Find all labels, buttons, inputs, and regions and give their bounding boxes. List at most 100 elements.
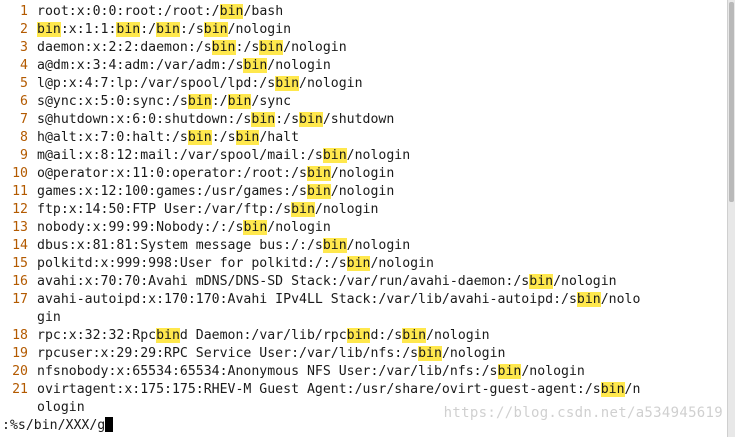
buffer-line[interactable]: 19 rpcuser:x:29:29:RPC Service User:/var/…: [0, 345, 728, 363]
search-match: bin: [243, 220, 268, 235]
search-match: bin: [346, 328, 371, 343]
search-match: bin: [211, 40, 236, 55]
gutter-gap: [28, 381, 37, 399]
line-number: 14: [12, 238, 28, 253]
buffer-line[interactable]: 7 s@hutdown:x:6:0:shutdown:/sbin:/sbin/sh…: [0, 111, 728, 129]
buffer-line[interactable]: 12 ftp:x:14:50:FTP User:/var/ftp:/sbin/no…: [0, 201, 728, 219]
buffer-line[interactable]: 5 l@p:x:4:7:lp:/var/spool/lpd:/sbin/nolog…: [0, 75, 728, 93]
buffer-line[interactable]: gin: [0, 309, 728, 327]
gutter-gap: [28, 165, 37, 183]
line-text: a@dm:x:3:4:adm:/var/adm:/sbin/nologin: [37, 58, 331, 73]
gutter-gap: [28, 273, 37, 291]
buffer-line[interactable]: 4 a@dm:x:3:4:adm:/var/adm:/sbin/nologin: [0, 57, 728, 75]
search-match: bin: [299, 112, 323, 127]
line-text: games:x:12:100:games:/usr/games:/sbin/no…: [37, 184, 395, 199]
line-text: l@p:x:4:7:lp:/var/spool/lpd:/sbin/nologi…: [37, 76, 363, 91]
search-match: bin: [251, 112, 276, 127]
line-number: 6: [20, 94, 28, 109]
buffer-line[interactable]: 8 h@alt:x:7:0:halt:/sbin:/sbin/halt: [0, 129, 728, 147]
gutter-gap: [28, 201, 37, 219]
line-number: 2: [20, 22, 28, 37]
line-number: 18: [12, 328, 28, 343]
search-match: bin: [187, 94, 212, 109]
cursor: [105, 416, 114, 432]
search-match: bin: [235, 130, 260, 145]
buffer-line[interactable]: 1 root:x:0:0:root:/root:/bin/bash: [0, 3, 728, 21]
search-match: bin: [243, 58, 268, 73]
search-match: bin: [529, 274, 554, 289]
buffer-line[interactable]: 9 m@ail:x:8:12:mail:/var/spool/mail:/sbin…: [0, 147, 728, 165]
line-text: avahi-autoipd:x:170:170:Avahi IPv4LL Sta…: [37, 292, 641, 307]
buffer-line[interactable]: 20 nfsnobody:x:65534:65534:Anonymous NFS …: [0, 363, 728, 381]
line-number: 4: [20, 58, 28, 73]
line-text: daemon:x:2:2:daemon:/sbin:/sbin/nologin: [37, 40, 347, 55]
gutter-gap: [28, 363, 37, 381]
line-text: m@ail:x:8:12:mail:/var/spool/mail:/sbin/…: [37, 148, 411, 163]
gutter-gap: [28, 399, 37, 417]
search-match: bin: [306, 184, 331, 199]
line-number: 15: [12, 256, 28, 271]
line-text: s@hutdown:x:6:0:shutdown:/sbin:/sbin/shu…: [37, 112, 395, 127]
search-match: bin: [600, 382, 625, 397]
line-number: [0, 399, 28, 417]
search-match: bin: [291, 202, 315, 217]
buffer-line[interactable]: 14 dbus:x:81:81:System message bus:/:/sbi…: [0, 237, 728, 255]
search-match: bin: [497, 364, 522, 379]
line-text: avahi:x:70:70:Avahi mDNS/DNS-SD Stack:/v…: [37, 274, 617, 289]
command-line[interactable]: :%s/bin/XXX/g: [2, 416, 114, 435]
buffer-line[interactable]: 11 games:x:12:100:games:/usr/games:/sbin/…: [0, 183, 728, 201]
search-match: bin: [187, 130, 212, 145]
line-number: 17: [12, 292, 28, 307]
line-text: root:x:0:0:root:/root:/bin/bash: [37, 4, 284, 19]
search-match: bin: [219, 4, 244, 19]
line-number: 5: [20, 76, 28, 91]
search-match: bin: [576, 292, 601, 307]
line-text: rpcuser:x:29:29:RPC Service User:/var/li…: [37, 346, 506, 361]
gutter-gap: [28, 183, 37, 201]
gutter-gap: [28, 255, 37, 273]
line-number: 8: [20, 130, 28, 145]
gutter-gap: [28, 147, 37, 165]
gutter-gap: [28, 345, 37, 363]
line-number: [0, 309, 28, 327]
line-number: 19: [12, 346, 28, 361]
line-text: ftp:x:14:50:FTP User:/var/ftp:/sbin/nolo…: [37, 202, 379, 217]
line-text: o@perator:x:11:0:operator:/root:/sbin/no…: [37, 166, 395, 181]
scrollbar-thumb[interactable]: [729, 2, 734, 202]
line-number: 7: [20, 112, 28, 127]
line-text: nfsnobody:x:65534:65534:Anonymous NFS Us…: [37, 364, 585, 379]
search-match: bin: [116, 22, 141, 37]
search-match: bin: [259, 40, 284, 55]
gutter-gap: [28, 57, 37, 75]
line-text: dbus:x:81:81:System message bus:/:/sbin/…: [37, 238, 411, 253]
line-number: 10: [12, 166, 28, 181]
gutter-gap: [28, 93, 37, 111]
line-number: 20: [12, 364, 28, 379]
line-number: 11: [12, 184, 28, 199]
buffer-line[interactable]: 10 o@perator:x:11:0:operator:/root:/sbin/…: [0, 165, 728, 183]
search-match: bin: [227, 94, 252, 109]
search-match: bin: [322, 148, 347, 163]
gutter-gap: [28, 3, 37, 21]
line-number: 9: [20, 148, 28, 163]
line-text: h@alt:x:7:0:halt:/sbin:/sbin/halt: [37, 130, 300, 145]
line-number: 1: [20, 4, 28, 19]
search-match: bin: [156, 328, 180, 343]
line-text: ovirtagent:x:175:175:RHEV-M Guest Agent:…: [37, 382, 641, 397]
buffer-line[interactable]: 17 avahi-autoipd:x:170:170:Avahi IPv4LL S…: [0, 291, 728, 309]
line-text: ologin: [37, 400, 85, 415]
command-text: :%s/bin/XXX/g: [2, 418, 106, 433]
buffer-line[interactable]: ologin: [0, 399, 728, 417]
gutter-gap: [28, 327, 37, 345]
vertical-scrollbar[interactable]: [727, 0, 735, 437]
line-number: 12: [12, 202, 28, 217]
